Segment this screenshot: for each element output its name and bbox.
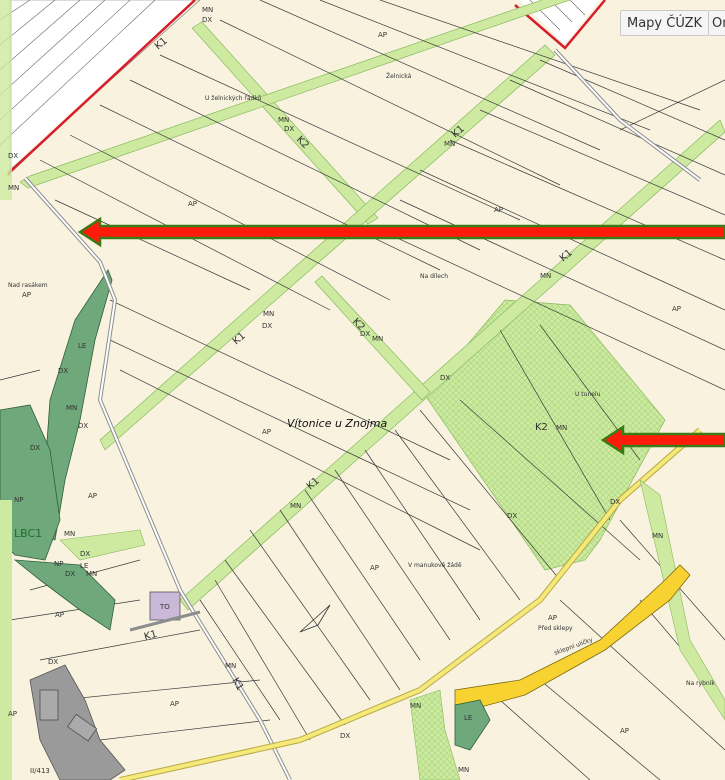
zone-mn: MN <box>458 766 469 774</box>
forest-area-1 <box>39 269 113 541</box>
roads <box>23 48 702 780</box>
unmapped-area-top-right <box>520 0 600 45</box>
green-strip-right <box>639 479 725 721</box>
zone-mn: MN <box>556 424 567 432</box>
layer-switcher-next-button[interactable]: Ort <box>709 10 725 36</box>
left-edge-strip-top <box>0 0 12 200</box>
zone-dx: DX <box>202 16 212 24</box>
zone-mn: MN <box>410 702 421 710</box>
survey-mark <box>299 604 331 633</box>
technical-facility-to <box>149 591 181 621</box>
zone-dx: DX <box>58 367 68 375</box>
locality-label: Před sklepy <box>538 625 573 632</box>
zone-dx: DX <box>80 550 90 558</box>
zone-dx: DX <box>48 658 58 666</box>
zone-dx: DX <box>507 512 517 520</box>
locality-label: Na dílech <box>420 273 448 280</box>
zone-np: NP <box>14 496 23 504</box>
zone-mn: MN <box>8 184 19 192</box>
zone-ap: AP <box>22 291 31 299</box>
zone-np: NP <box>54 560 63 568</box>
zone-dx: DX <box>78 422 88 430</box>
zone-ap: AP <box>494 206 503 214</box>
green-zone-bottom <box>409 689 461 780</box>
zone-ap: AP <box>188 200 197 208</box>
locality-label: V manukově žádě <box>408 562 462 569</box>
building <box>67 713 98 742</box>
zone-mn: MN <box>444 140 455 148</box>
zone-dx: DX <box>360 330 370 338</box>
zone-mn: MN <box>372 335 383 343</box>
zone-ap: AP <box>378 31 387 39</box>
zone-dx: DX <box>284 125 294 133</box>
forest-area-2 <box>13 559 116 631</box>
left-edge-strip <box>0 500 12 780</box>
zone-dx: DX <box>340 732 350 740</box>
locality-label: U želnických řádků <box>205 95 262 102</box>
green-zone-k2 <box>424 299 666 571</box>
zone-to: TO <box>159 603 170 611</box>
layer-switcher-next-label: Ort <box>712 16 725 31</box>
zone-ap: AP <box>370 564 379 572</box>
zone-dx: DX <box>440 374 450 382</box>
zone-ap: AP <box>8 710 17 718</box>
municipal-border-top-right <box>514 0 606 50</box>
road-ref: II/413 <box>30 767 50 775</box>
zone-mn: MN <box>64 530 75 538</box>
zone-dx: DX <box>65 570 75 578</box>
cadastral-name: Vítonice u Znojma <box>287 417 387 430</box>
zone-mn: MN <box>278 116 289 124</box>
zone-mn: MN <box>540 272 551 280</box>
zone-dx: DX <box>262 322 272 330</box>
label-k1: K1 <box>143 629 158 643</box>
layer-switcher-button[interactable]: Mapy ČÚZK <box>620 10 710 36</box>
locality-label: Želnická <box>386 72 412 80</box>
zone-mn: MN <box>263 310 274 318</box>
zone-mn: MN <box>290 502 301 510</box>
layer-switcher-label: Mapy ČÚZK <box>627 16 703 31</box>
zone-dx: DX <box>610 498 620 506</box>
red-arrow-icon <box>77 216 725 248</box>
zone-ap: AP <box>170 700 179 708</box>
zone-mn: MN <box>202 6 213 14</box>
zone-mn: MN <box>66 404 77 412</box>
locality-label: U tunelu <box>575 391 601 398</box>
meadow-strip <box>59 529 146 561</box>
building <box>39 689 59 721</box>
zone-ap: AP <box>672 305 681 313</box>
zone-ap: AP <box>620 727 629 735</box>
zone-ap: AP <box>88 492 97 500</box>
label-lbc1: LBC1 <box>14 527 42 540</box>
zone-le: LE <box>78 342 86 350</box>
zone-mn: MN <box>652 532 663 540</box>
zone-le: LE <box>80 562 88 570</box>
zone-mn: MN <box>86 570 97 578</box>
red-arrow-icon <box>600 424 725 456</box>
zone-ap: AP <box>262 428 271 436</box>
zone-codes: AP AP AP AP AP AP AP AP AP AP AP AP AP M… <box>8 6 681 775</box>
zone-le: LE <box>464 714 472 722</box>
label-k2-zone: K2 <box>535 422 548 433</box>
zone-mn: MN <box>225 662 236 670</box>
locality-label: Nad rasákem <box>8 282 48 289</box>
zone-dx: DX <box>8 152 18 160</box>
forest-area-le <box>454 699 491 751</box>
zone-ap: AP <box>548 614 557 622</box>
zone-ap: AP <box>55 611 64 619</box>
locality-label: Na rybník <box>686 680 715 687</box>
zone-dx: DX <box>30 444 40 452</box>
